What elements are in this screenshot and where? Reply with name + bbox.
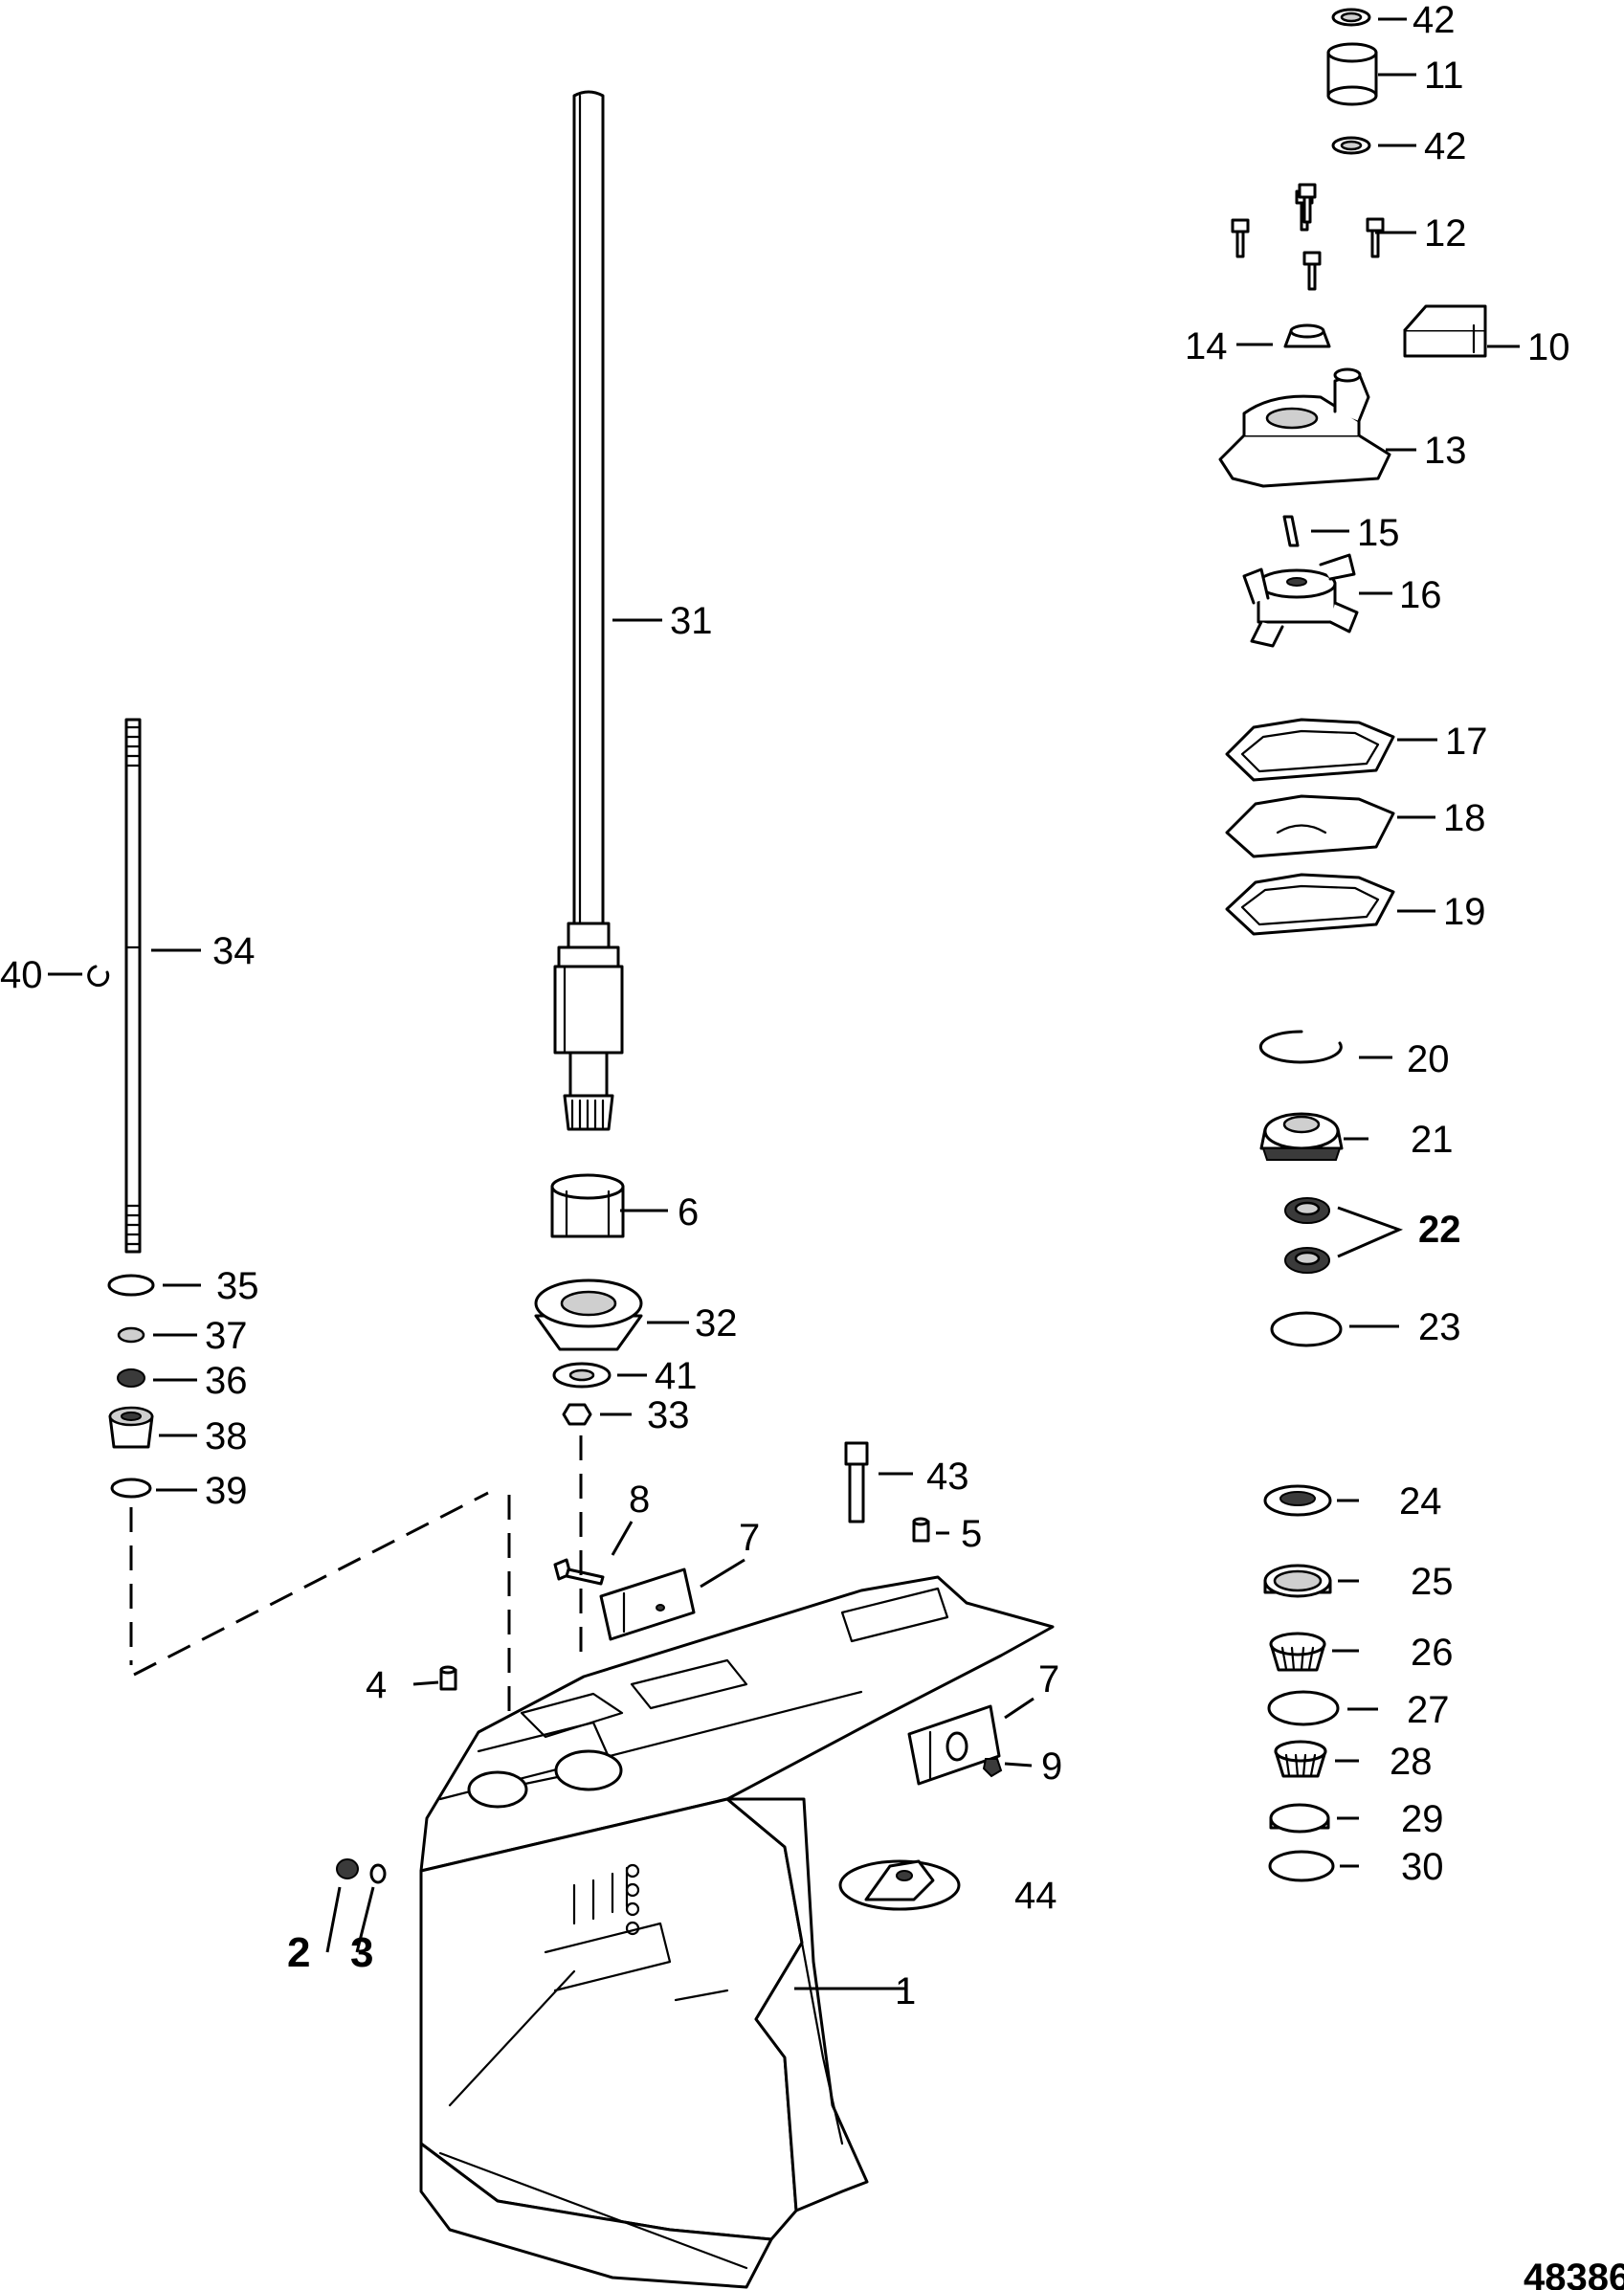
callout-7-upper: 7	[739, 1517, 760, 1559]
callout-36: 36	[205, 1360, 248, 1402]
part-17-gasket	[1225, 718, 1395, 782]
part-14-grommet	[1283, 323, 1331, 348]
callout-27: 27	[1407, 1689, 1450, 1731]
part-1-gear-housing	[419, 1575, 1055, 2289]
part-36-seal	[117, 1368, 145, 1388]
part-42-washer-bottom	[1331, 136, 1371, 155]
callout-44: 44	[1014, 1875, 1057, 1917]
leader-lines	[48, 17, 1520, 1990]
part-37-washer	[117, 1326, 145, 1344]
part-25-bearing-cup	[1263, 1564, 1332, 1598]
part-44-trim-tab	[838, 1859, 961, 1911]
part-38-bushing	[108, 1406, 154, 1449]
part-20-retaining-ring	[1258, 1030, 1343, 1064]
callout-2: 2	[287, 1929, 310, 1976]
callout-8: 8	[629, 1478, 650, 1521]
part-11-sleeve	[1326, 42, 1378, 106]
callout-15: 15	[1357, 512, 1400, 554]
part-30-o-ring	[1268, 1850, 1335, 1882]
callout-32: 32	[695, 1302, 738, 1345]
callout-29: 29	[1401, 1798, 1444, 1840]
callout-9: 9	[1041, 1745, 1062, 1788]
callout-10: 10	[1527, 326, 1570, 368]
part-24-retainer	[1263, 1484, 1332, 1517]
callout-4: 4	[366, 1664, 387, 1706]
callout-1: 1	[895, 1970, 916, 2012]
callout-18: 18	[1443, 797, 1486, 839]
callout-12: 12	[1424, 212, 1467, 255]
part-2-nut	[336, 1858, 359, 1879]
part-12-screws	[1231, 183, 1385, 291]
part-39-o-ring	[110, 1478, 152, 1499]
callout-19: 19	[1443, 891, 1486, 933]
callout-28: 28	[1390, 1741, 1433, 1783]
part-27-o-ring	[1267, 1690, 1340, 1726]
part-6-roller-bearing	[550, 1173, 625, 1238]
part-8-screw	[553, 1558, 605, 1586]
figure-reference-number: 48386	[1524, 2257, 1624, 2290]
callout-41: 41	[655, 1355, 698, 1397]
part-9-screw	[982, 1758, 1003, 1778]
part-22-oil-seals	[1284, 1197, 1330, 1274]
part-35-snap-ring	[107, 1274, 155, 1297]
callout-39: 39	[205, 1470, 248, 1512]
callout-5: 5	[961, 1513, 982, 1555]
callout-14: 14	[1185, 325, 1228, 367]
dash-line-diagonal	[133, 1491, 489, 1677]
part-4-dowel	[439, 1665, 457, 1691]
callout-7-lower: 7	[1038, 1658, 1059, 1701]
callout-20: 20	[1407, 1038, 1450, 1080]
part-10-insert	[1403, 304, 1487, 358]
part-7-anode-lower	[907, 1704, 1001, 1786]
callout-42-bottom: 42	[1424, 125, 1467, 167]
part-31-driveshaft	[553, 90, 624, 1131]
callout-16: 16	[1399, 574, 1442, 616]
part-13-pump-housing	[1218, 367, 1391, 488]
part-21-oil-seal-carrier	[1259, 1112, 1344, 1161]
part-26-tapered-bearing	[1269, 1632, 1326, 1672]
part-40-e-clip	[87, 965, 110, 988]
callout-21: 21	[1411, 1119, 1454, 1161]
part-34-shift-shaft	[124, 718, 142, 1254]
part-16-impeller	[1242, 553, 1359, 648]
callout-30: 30	[1401, 1846, 1444, 1888]
part-42-washer-top	[1331, 8, 1371, 27]
callout-11: 11	[1424, 55, 1464, 97]
callout-33: 33	[647, 1394, 690, 1436]
callout-25: 25	[1411, 1561, 1454, 1603]
callout-24: 24	[1399, 1480, 1442, 1523]
callout-34: 34	[212, 930, 256, 972]
part-19-gasket	[1225, 873, 1395, 936]
part-29-bearing-cup	[1269, 1803, 1330, 1834]
part-23-o-ring	[1270, 1311, 1343, 1347]
callout-43: 43	[926, 1456, 969, 1498]
part-5-dowel	[912, 1517, 930, 1543]
callout-38: 38	[205, 1415, 248, 1457]
part-32-water-tube-seal	[534, 1278, 643, 1351]
callout-13: 13	[1424, 430, 1467, 472]
part-18-plate	[1225, 794, 1395, 858]
part-33-nut	[562, 1403, 592, 1426]
part-7-anode-upper	[599, 1567, 696, 1641]
part-41-washer	[552, 1362, 612, 1389]
callout-6: 6	[678, 1191, 699, 1234]
callout-3: 3	[350, 1929, 373, 1976]
part-43-screw	[844, 1441, 869, 1523]
callout-17: 17	[1445, 721, 1488, 763]
callout-40: 40	[0, 954, 43, 996]
part-28-tapered-bearing	[1274, 1740, 1327, 1778]
part-15-key	[1282, 515, 1300, 547]
callout-31: 31	[670, 600, 713, 642]
part-3-washer	[369, 1863, 387, 1884]
callout-42-top: 42	[1413, 0, 1456, 41]
callout-35: 35	[216, 1265, 259, 1307]
callout-26: 26	[1411, 1632, 1454, 1674]
callout-23: 23	[1418, 1306, 1461, 1348]
callout-22: 22	[1418, 1209, 1461, 1251]
callout-37: 37	[205, 1315, 248, 1357]
